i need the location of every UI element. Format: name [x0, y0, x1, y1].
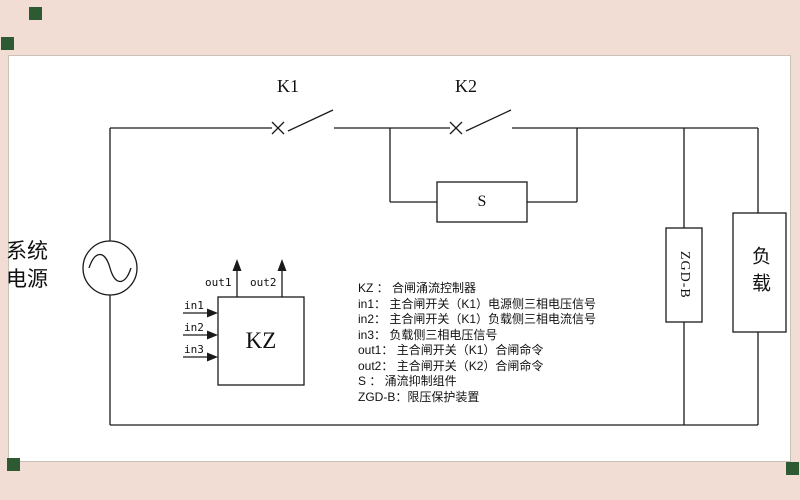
switch-k1-symbol	[271, 109, 334, 135]
legend-line-in3: in3： 负载侧三相电压信号	[358, 327, 498, 342]
suppressor-label: S	[477, 193, 487, 210]
legend-line-in1: in1： 主合闸开关（K1）电源侧三相电压信号	[358, 296, 597, 311]
controller-in2-label: in2	[184, 321, 204, 334]
switch-k2-label: K2	[455, 76, 477, 96]
legend-line-s: S ： 涌流抑制组件	[358, 374, 457, 388]
controller-output-arrows	[232, 259, 287, 297]
controller-input-arrows	[183, 308, 218, 362]
controller-in3-label: in3	[184, 343, 204, 356]
diagram-canvas	[8, 55, 791, 462]
controller-out1-label: out1	[205, 276, 232, 289]
selection-handle-bottom-left	[7, 458, 20, 471]
selection-handle-bottom-right	[786, 462, 799, 475]
system-power-line1: 系统	[6, 239, 48, 263]
legend-line-kz: KZ ： 合闸涌流控制器	[358, 281, 477, 295]
controller-in1-label: in1	[184, 299, 204, 312]
legend-line-in2: in2： 主合闸开关（K1）负载侧三相电流信号	[358, 312, 597, 326]
legend: KZ ： 合闸涌流控制器 in1： 主合闸开关（K1）电源侧三相电压信号 in2…	[358, 281, 596, 405]
system-power-label: 系统 电源	[6, 237, 68, 293]
load-box	[732, 212, 787, 333]
controller-out2-label: out2	[250, 276, 277, 289]
ac-source-symbol	[82, 240, 138, 296]
system-power-line2: 电源	[6, 267, 48, 291]
zgd-b-box	[665, 227, 703, 323]
switch-k1-label: K1	[277, 76, 299, 96]
legend-line-out2: out2： 主合闸开关（K2）合闸命令	[358, 358, 544, 373]
zgd-b-label: ZGD-B	[677, 251, 692, 299]
controller-box	[217, 296, 305, 386]
main-loop-wires	[109, 127, 759, 426]
switch-k2-symbol	[449, 109, 512, 135]
selection-handle-left	[1, 37, 14, 50]
controller-label: KZ	[245, 328, 277, 353]
suppressor-bypass-wires	[389, 128, 578, 203]
load-label: 负载	[749, 245, 770, 300]
legend-line-zgdb: ZGD-B：限压保护装置	[358, 389, 480, 404]
legend-line-out1: out1： 主合闸开关（K1）合闸命令	[358, 343, 544, 357]
selection-handle-top-left	[29, 7, 42, 20]
suppressor-box	[436, 181, 528, 223]
